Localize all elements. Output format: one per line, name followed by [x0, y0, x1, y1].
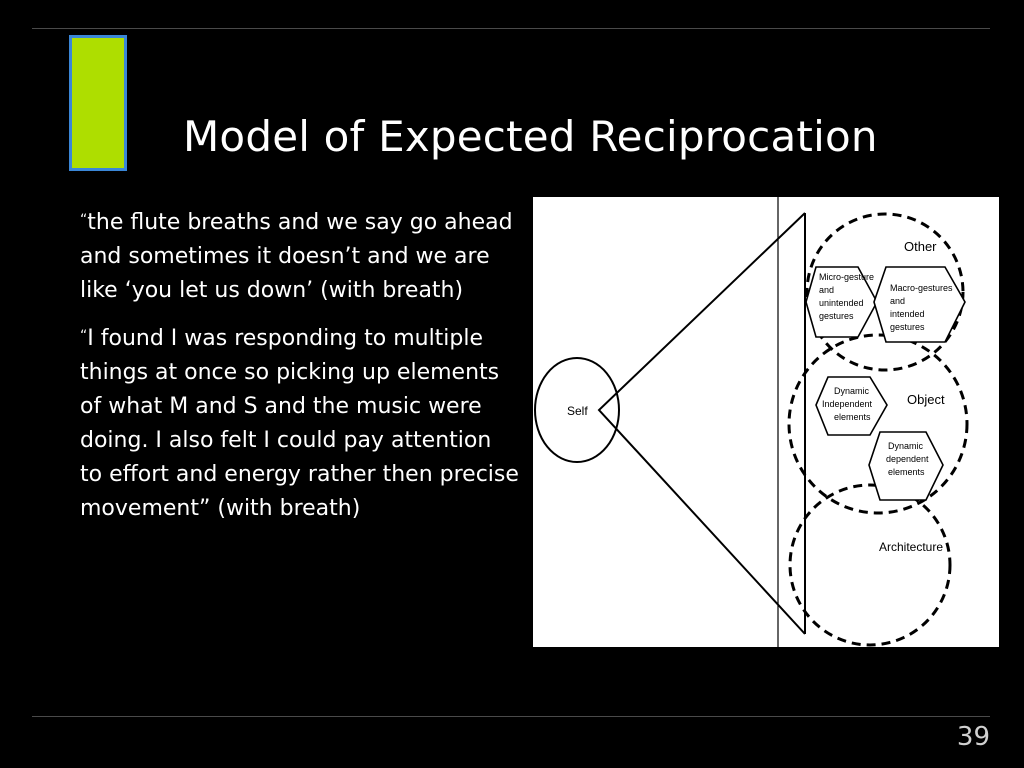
- hex-micro-line-3: unintended: [819, 298, 864, 308]
- hex-dynamic-dependent: [868, 431, 944, 501]
- reciprocation-diagram: Self Other Object Architecture Micro-ges…: [533, 197, 999, 647]
- hex-micro-line-1: Micro-gesture: [819, 272, 874, 282]
- bottom-divider: [32, 716, 990, 717]
- hex-indep-line-3: elements: [834, 412, 871, 422]
- hex-dep-line-1: Dynamic: [888, 441, 924, 451]
- quote-list: “the flute breaths and we say go ahead a…: [80, 206, 520, 540]
- slide-title: Model of Expected Reciprocation: [183, 112, 878, 161]
- hex-macro-line-1: Macro-gestures: [890, 283, 953, 293]
- hex-macro-line-4: gestures: [890, 322, 925, 332]
- object-circle: [787, 333, 969, 515]
- hex-micro-line-4: gestures: [819, 311, 854, 321]
- hex-macro-line-2: and: [890, 296, 905, 306]
- quote-2: “I found I was responding to multiple th…: [80, 322, 520, 526]
- other-circle: [805, 212, 965, 372]
- hex-indep-line-2: Independent: [822, 399, 873, 409]
- quote-1-text: the flute breaths and we say go ahead an…: [80, 210, 513, 303]
- quote-2-text: I found I was responding to multiple thi…: [80, 326, 519, 521]
- quote-1: “the flute breaths and we say go ahead a…: [80, 206, 520, 308]
- architecture-circle: [788, 483, 952, 647]
- page-number: 39: [956, 722, 990, 752]
- hex-dep-line-3: elements: [888, 467, 925, 477]
- self-circle: [534, 357, 620, 463]
- quote-2-open-mark: “: [80, 328, 88, 344]
- hex-indep-line-1: Dynamic: [834, 386, 870, 396]
- quote-1-open-mark: “: [80, 212, 88, 228]
- other-label: Other: [904, 239, 937, 254]
- object-label: Object: [907, 392, 945, 407]
- hex-macro-line-3: intended: [890, 309, 925, 319]
- architecture-label: Architecture: [879, 540, 943, 554]
- hex-dep-line-2: dependent: [886, 454, 929, 464]
- perception-cone: [597, 212, 806, 635]
- hex-macro-gesture: [873, 266, 966, 343]
- top-divider: [32, 28, 990, 29]
- accent-bar: [69, 35, 127, 171]
- hex-micro-line-2: and: [819, 285, 834, 295]
- hex-dynamic-independent: [815, 376, 888, 436]
- hex-micro-gesture: [805, 266, 878, 338]
- self-label: Self: [567, 404, 588, 418]
